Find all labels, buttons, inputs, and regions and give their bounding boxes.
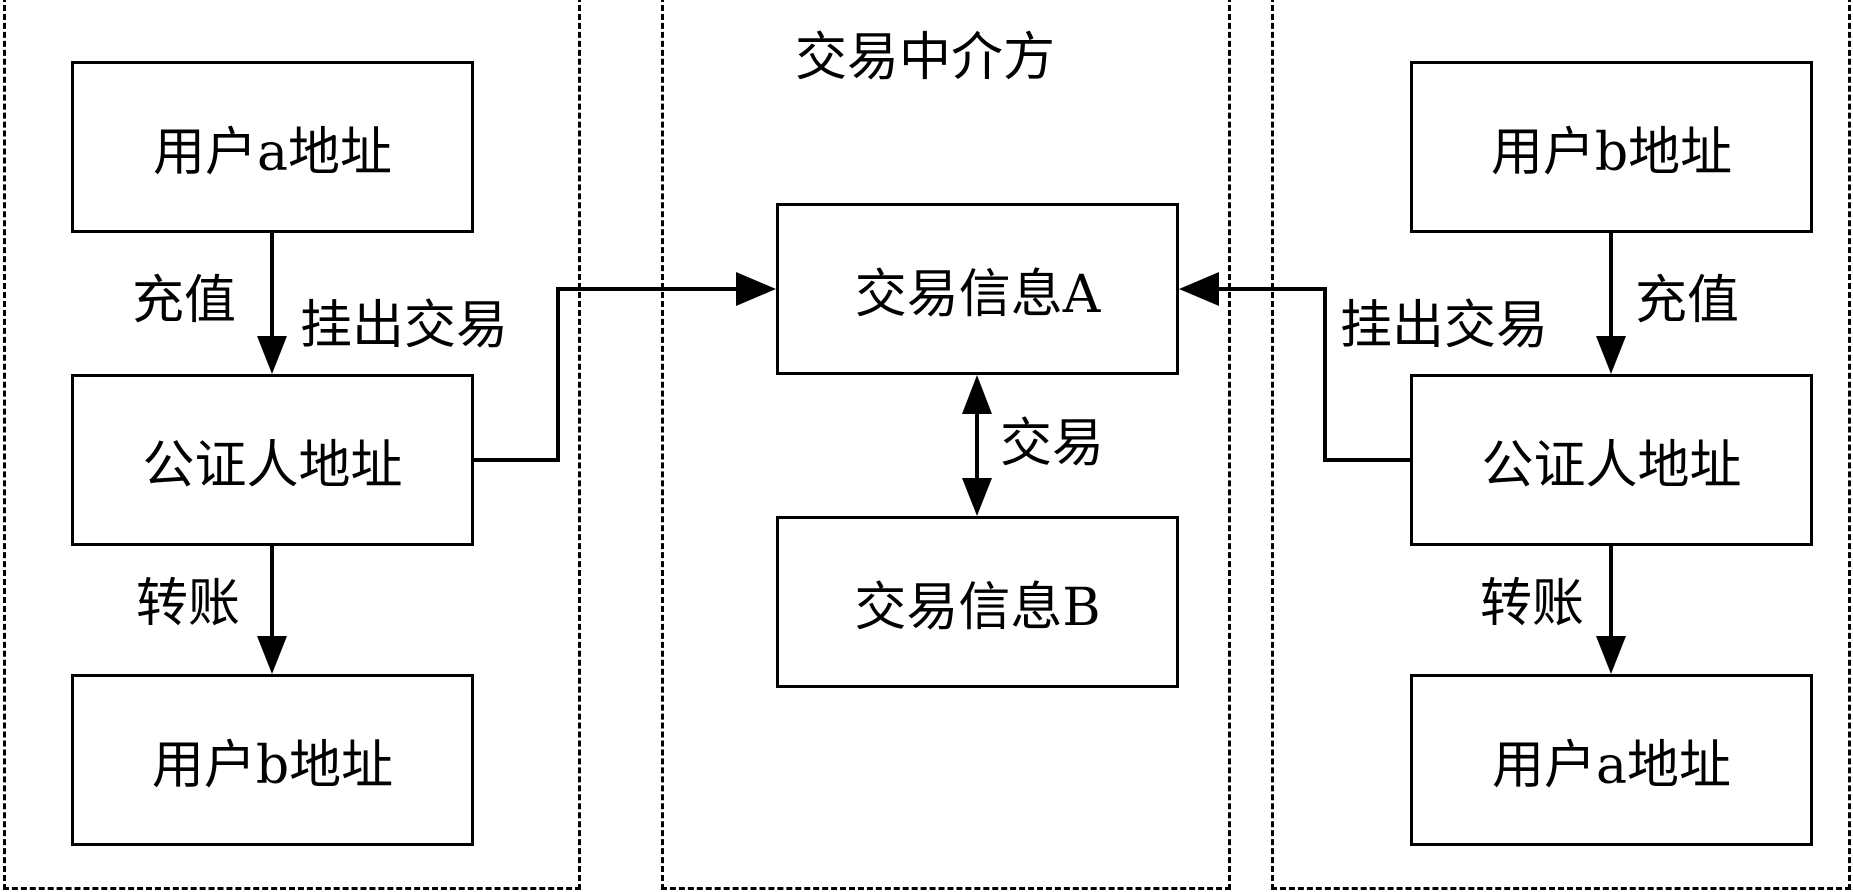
left-transfer-label: 转账 [136, 574, 241, 634]
trade-info-b-box: 交易信息B [776, 516, 1179, 688]
left-user-a-address-box: 用户a地址 [71, 61, 474, 233]
left-party-region [3, 0, 581, 890]
right-notary-address-box: 公证人地址 [1410, 374, 1813, 546]
right-transfer-label: 转账 [1480, 574, 1585, 634]
right-deposit-label: 充值 [1635, 271, 1740, 331]
right-party-region [1271, 0, 1851, 890]
right-transfer-arrowhead [1596, 636, 1626, 674]
left-deposit-label: 充值 [132, 271, 237, 331]
intermediary-title: 交易中介方 [795, 28, 1056, 88]
left-user-b-address-box: 用户b地址 [71, 674, 474, 846]
left-transfer-arrowhead [257, 636, 287, 674]
intermediary-region [661, 0, 1231, 890]
right-user-a-address-box: 用户a地址 [1410, 674, 1813, 846]
right-post-trade-arrowhead [1179, 272, 1219, 306]
left-post-trade-label: 挂出交易 [300, 296, 509, 356]
trade-info-a-box: 交易信息A [776, 203, 1179, 375]
right-deposit-arrowhead [1596, 336, 1626, 374]
right-post-trade-label: 挂出交易 [1340, 296, 1549, 356]
left-deposit-arrowhead [257, 336, 287, 374]
trade-up-arrowhead [962, 375, 992, 414]
trade-edge-label: 交易 [1000, 414, 1105, 474]
right-post-trade-connector [1215, 287, 1410, 462]
left-post-trade-arrowhead [736, 272, 776, 306]
trade-down-arrowhead [962, 478, 992, 516]
left-post-trade-connector [474, 287, 740, 462]
left-notary-address-box: 公证人地址 [71, 374, 474, 546]
right-user-b-address-box: 用户b地址 [1410, 61, 1813, 233]
